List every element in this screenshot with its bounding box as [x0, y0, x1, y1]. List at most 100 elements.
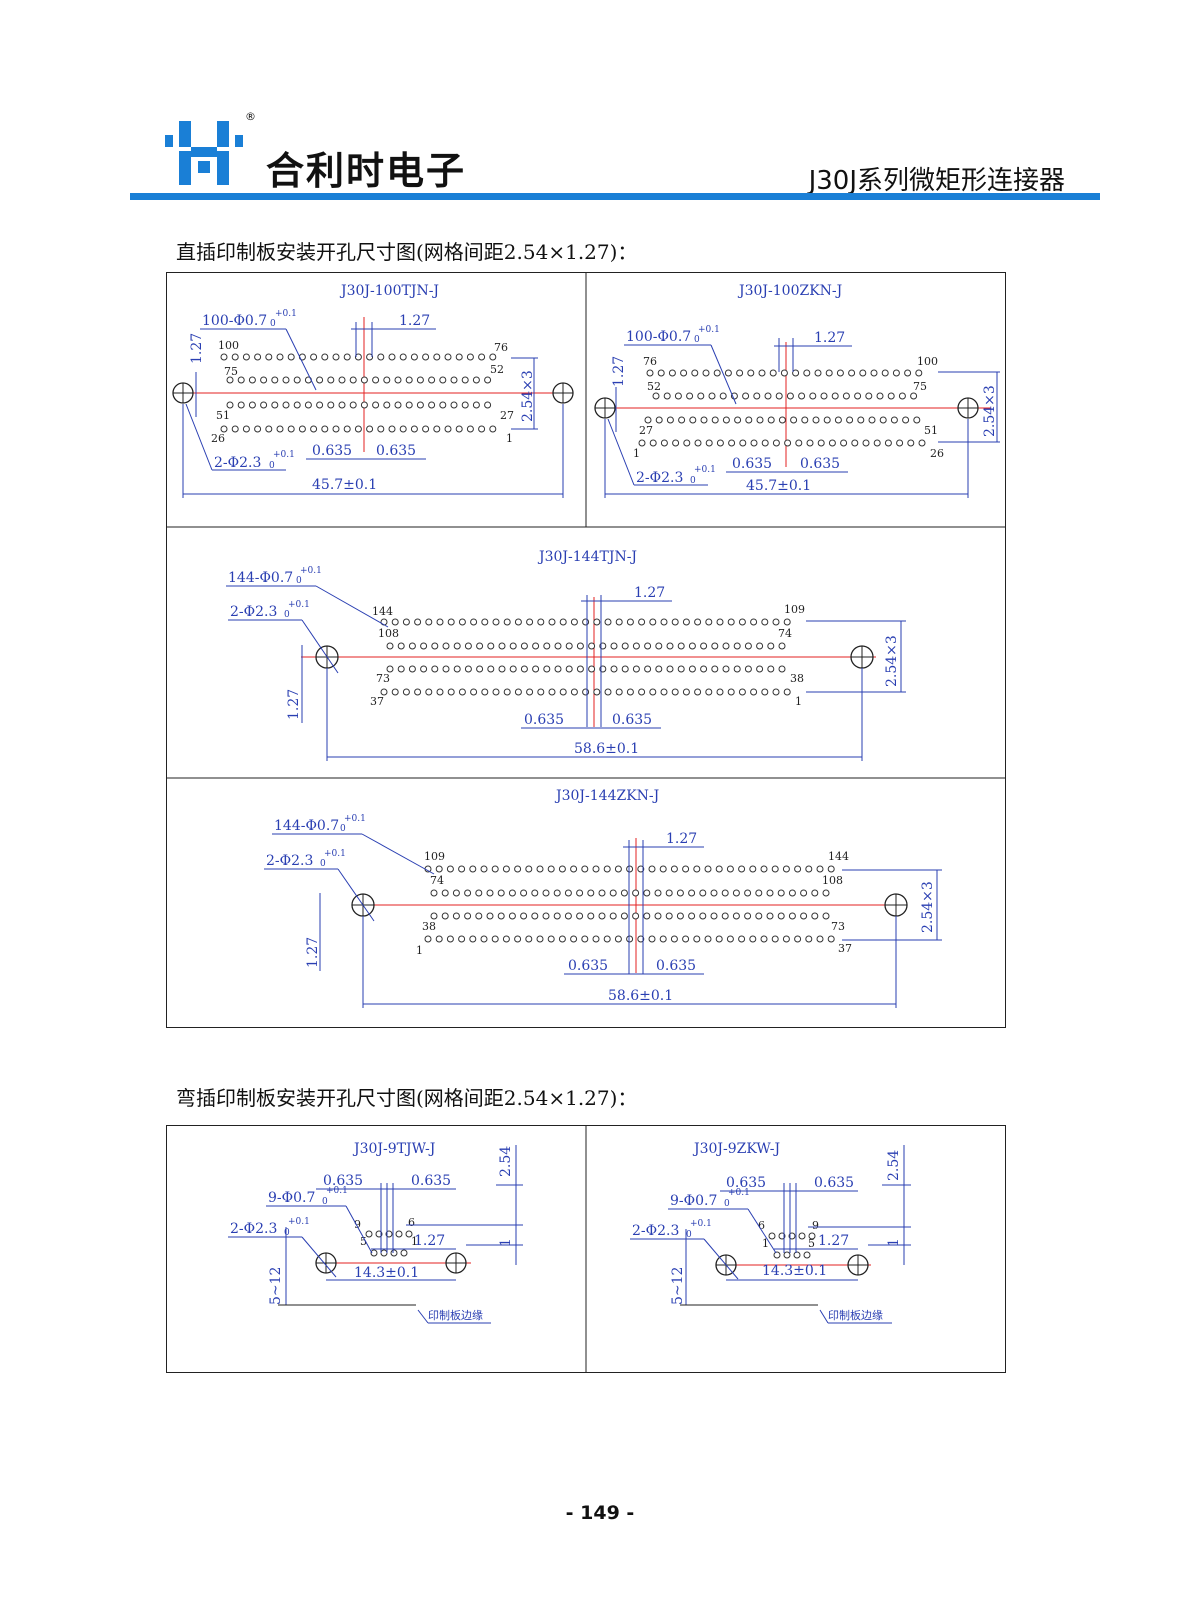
- pin-hole: [798, 1232, 806, 1240]
- pin-hole: [559, 618, 567, 626]
- diagram-title: J30J-144TJN-J: [537, 549, 637, 565]
- pin-hole: [637, 935, 645, 943]
- width-label: 58.6±0.1: [608, 988, 673, 1004]
- pin-hole: [660, 439, 668, 447]
- pin-hole: [756, 665, 764, 673]
- pin-hole: [321, 353, 329, 361]
- pin-hole: [458, 688, 466, 696]
- pin-hole: [691, 369, 699, 377]
- tolerance-lower: 0: [694, 335, 700, 345]
- pin-hole: [783, 618, 791, 626]
- pin-hole: [416, 401, 424, 409]
- pin-hole: [455, 353, 463, 361]
- pin-row: [430, 912, 830, 920]
- board-edge-label: 印制板边缘: [828, 1308, 883, 1322]
- pin-hole: [644, 642, 652, 650]
- pin-hole: [509, 665, 517, 673]
- pin-number: 1: [411, 1235, 418, 1248]
- pin-hole: [632, 642, 640, 650]
- pin-hole: [472, 376, 480, 384]
- pin-hole: [604, 688, 612, 696]
- pin-number: 75: [224, 365, 238, 378]
- pin-hole: [715, 935, 723, 943]
- pin-hole: [688, 912, 696, 920]
- pin-hole: [870, 369, 878, 377]
- pin-hole: [775, 392, 783, 400]
- pin-hole: [526, 618, 534, 626]
- pin-hole: [410, 353, 418, 361]
- pin-hole: [386, 642, 394, 650]
- pin-hole: [564, 889, 572, 897]
- pin-hole: [615, 688, 623, 696]
- pin-number: 109: [424, 850, 445, 863]
- pin-hole: [722, 642, 730, 650]
- pin-hole: [682, 865, 690, 873]
- mount-callout: 2-Φ2.3: [632, 1223, 679, 1239]
- pin-number: 52: [490, 363, 504, 376]
- pin-hole: [726, 865, 734, 873]
- pin-hole: [859, 369, 867, 377]
- pin-hole: [708, 392, 716, 400]
- pin-hole: [372, 401, 380, 409]
- pin-hole: [621, 665, 629, 673]
- pin-hole: [587, 912, 595, 920]
- pin-hole: [750, 439, 758, 447]
- tolerance-lower: 0: [320, 859, 326, 869]
- pin-hole: [744, 665, 752, 673]
- pin-hole: [514, 688, 522, 696]
- pin-hole: [220, 353, 228, 361]
- pin-hole: [890, 416, 898, 424]
- pin-hole: [386, 665, 394, 673]
- pin-hole: [632, 912, 640, 920]
- pin-hole: [801, 416, 809, 424]
- pin-hole: [604, 618, 612, 626]
- pin-hole: [732, 912, 740, 920]
- pin-hole: [738, 688, 746, 696]
- pin-hole: [700, 642, 708, 650]
- pin-row: [220, 425, 497, 433]
- bent-drawings-table: [166, 1125, 1006, 1373]
- pin-hole: [816, 935, 824, 943]
- pin-hole: [677, 665, 685, 673]
- pin-hole: [402, 618, 410, 626]
- pin-hole: [446, 935, 454, 943]
- tolerance-lower: 0: [690, 476, 696, 486]
- pin-hole: [915, 369, 923, 377]
- pin-hole: [663, 392, 671, 400]
- pin-hole: [405, 401, 413, 409]
- pin-row: [386, 665, 786, 673]
- pin-hole: [705, 688, 713, 696]
- holes-callout: 9-Φ0.7: [268, 1190, 315, 1206]
- pin-hole: [603, 865, 611, 873]
- pin-row: [773, 1251, 811, 1259]
- pin-hole: [425, 688, 433, 696]
- pin-hole: [654, 912, 662, 920]
- row-pitch-label: 1.27: [611, 356, 627, 387]
- pin-hole: [778, 642, 786, 650]
- pin-hole: [772, 439, 780, 447]
- pin-hole: [514, 865, 522, 873]
- pin-hole: [491, 865, 499, 873]
- pin-hole: [514, 618, 522, 626]
- pin-hole: [621, 642, 629, 650]
- pin-hole: [771, 865, 779, 873]
- diagram-144zkn: J30J-144ZKN-J 109 144 74 108 38 73 1 37 …: [264, 788, 942, 1008]
- pin-hole: [508, 889, 516, 897]
- pin-hole: [659, 865, 667, 873]
- pin-hole: [237, 376, 245, 384]
- pin-hole: [354, 353, 362, 361]
- pin-hole: [558, 865, 566, 873]
- row-gap-label: 1: [498, 1238, 514, 1247]
- pin-hole: [383, 376, 391, 384]
- pin-hole: [536, 865, 544, 873]
- tolerance-lower: 0: [322, 1197, 328, 1207]
- pin-hole: [615, 618, 623, 626]
- pin-hole: [226, 401, 234, 409]
- pin-hole: [508, 912, 516, 920]
- pin-hole: [497, 912, 505, 920]
- pin-hole: [788, 912, 796, 920]
- pin-hole: [836, 369, 844, 377]
- pin-hole: [744, 642, 752, 650]
- pin-hole: [749, 865, 757, 873]
- pin-hole: [688, 642, 696, 650]
